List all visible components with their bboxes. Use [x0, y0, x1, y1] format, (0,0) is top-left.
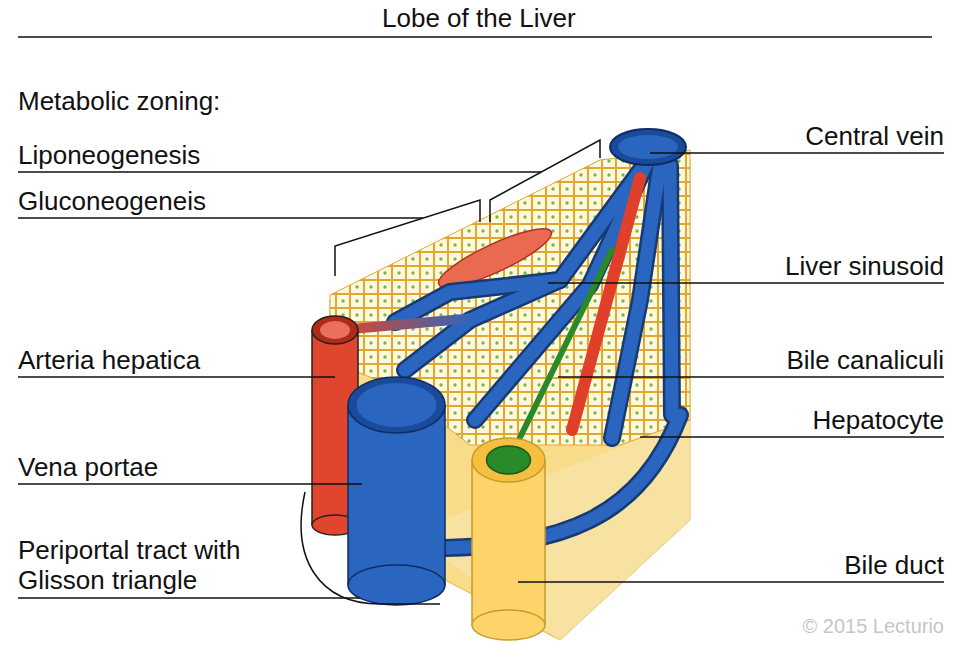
diagram-title: Lobe of the Liver — [382, 3, 576, 33]
central-vein — [610, 129, 686, 165]
zone-label: Liponeogenesis — [18, 140, 200, 170]
leader-lines — [18, 140, 944, 604]
part-label: Hepatocyte — [812, 405, 944, 435]
watermark: © 2015 Lecturio — [803, 614, 945, 638]
part-label: Periportal tract with Glisson triangle — [18, 535, 246, 595]
part-label: Bile canaliculi — [786, 345, 944, 375]
part-label: Central vein — [805, 121, 944, 151]
section-heading: Metabolic zoning: — [18, 86, 220, 116]
zone-label: Gluconeogeneis — [18, 186, 206, 216]
part-label: Bile duct — [844, 550, 944, 580]
portal-vein — [348, 377, 445, 605]
part-label: Vena portae — [18, 452, 158, 482]
bile-duct — [472, 438, 545, 640]
lobule-tissue — [330, 150, 690, 640]
part-label: Arteria hepatica — [18, 345, 200, 375]
arterial-branch — [340, 318, 475, 330]
title-rule — [18, 36, 932, 38]
part-label: Liver sinusoid — [785, 251, 944, 281]
bile-canaliculus — [508, 250, 612, 462]
